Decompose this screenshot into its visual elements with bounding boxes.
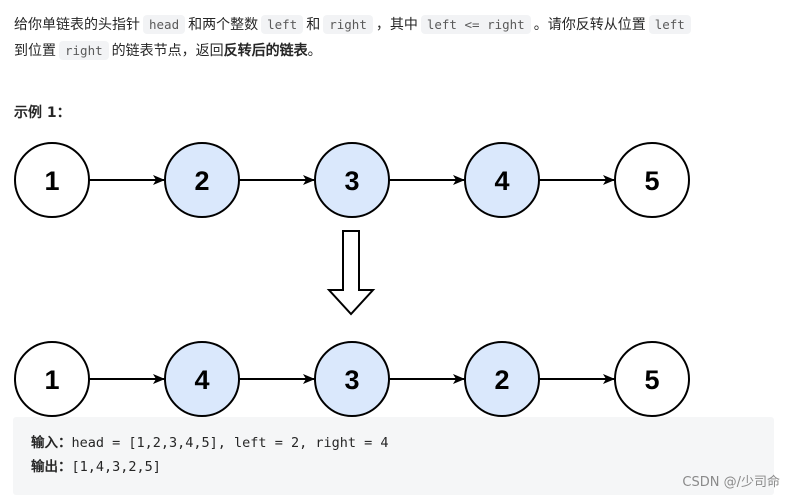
bold-text: 反转后的链表 [223, 43, 308, 59]
list-after-reversal: 1 4 3 2 5 [14, 341, 690, 417]
after-node [614, 341, 690, 417]
text: 。 [307, 43, 322, 59]
after-node [164, 341, 240, 417]
code-right: right [323, 15, 373, 34]
linked-list-diagram: 1 2 3 4 5 1 4 3 2 5 [14, 142, 690, 417]
text: 和两个整数 [188, 17, 259, 33]
down-arrow-icon [326, 230, 376, 316]
text: ，其中 [375, 17, 418, 33]
output-line: 输出：[1,4,3,2,5] [31, 455, 756, 479]
example-io-block: 输入：head = [1,2,3,4,5], left = 2, right =… [13, 417, 774, 495]
code-right: right [59, 41, 109, 60]
list-before-reversal: 1 2 3 4 5 [14, 142, 690, 218]
text: 。请你反转从位置 [533, 17, 646, 33]
after-node-label: 3 [344, 365, 359, 395]
before-node-label: 5 [644, 166, 659, 196]
text: 到位置 [14, 43, 56, 59]
after-node-label: 1 [44, 365, 59, 395]
code-condition: left <= right [420, 15, 531, 34]
before-node [314, 142, 390, 218]
before-node-label: 4 [494, 166, 509, 196]
watermark: CSDN @/少司命 [682, 475, 780, 490]
text: 的链表节点，返回 [111, 43, 224, 59]
before-node-label: 2 [194, 166, 209, 196]
text: 给你单链表的头指针 [14, 17, 140, 33]
after-node-label: 4 [194, 365, 209, 395]
after-node-label: 5 [644, 365, 659, 395]
before-node-label: 1 [44, 166, 59, 196]
output-label: 输出： [31, 459, 72, 475]
code-left: left [648, 15, 691, 34]
input-line: 输入：head = [1,2,3,4,5], left = 2, right =… [31, 431, 756, 455]
example-title: 示例 1： [14, 105, 71, 121]
before-node [464, 142, 540, 218]
after-node [14, 341, 90, 417]
before-node [14, 142, 90, 218]
text: 和 [306, 17, 321, 33]
before-node-label: 3 [344, 166, 359, 196]
input-label: 输入： [31, 435, 72, 451]
input-value: head = [1,2,3,4,5], left = 2, right = 4 [71, 435, 389, 451]
code-left: left [261, 15, 304, 34]
before-node [164, 142, 240, 218]
before-node [614, 142, 690, 218]
after-node [464, 341, 540, 417]
code-head: head [143, 15, 186, 34]
output-value: [1,4,3,2,5] [71, 459, 161, 475]
after-node-label: 2 [494, 365, 509, 395]
after-node [314, 341, 390, 417]
